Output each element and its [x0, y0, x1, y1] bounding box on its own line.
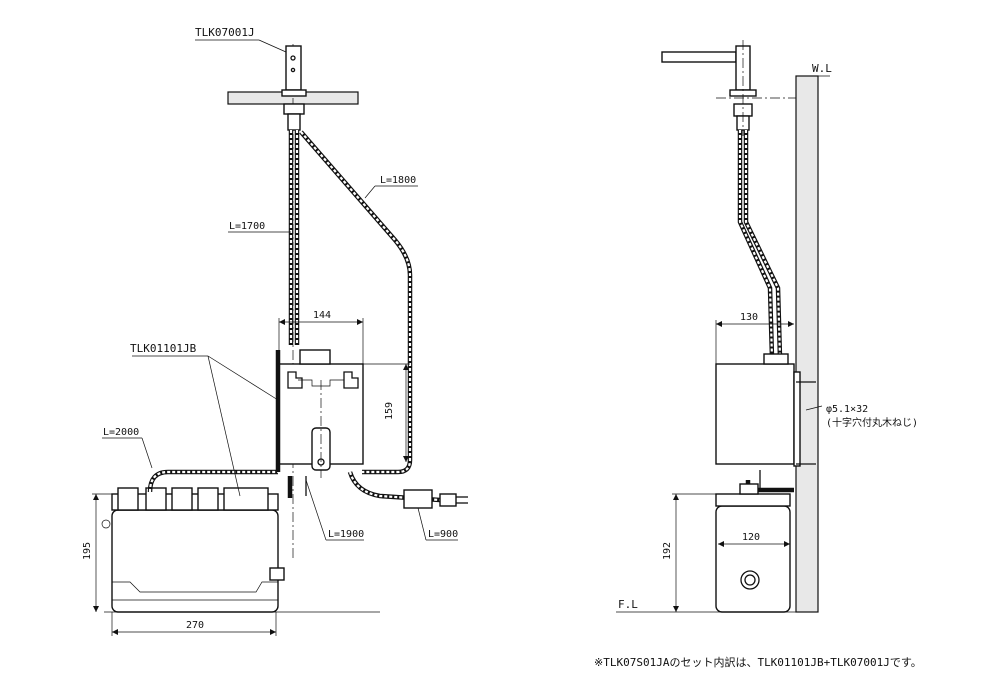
dim-controller-width: 144 — [313, 310, 331, 321]
screw-spec: φ5.1×32 — [826, 404, 868, 415]
dim-tank-width: 270 — [186, 620, 204, 631]
dim-tank-depth: 120 — [742, 532, 760, 543]
side-view: W.L F.L 130 120 192 φ5.1×32 (十字穴付丸木ねじ) — [616, 40, 918, 613]
water-tank — [101, 487, 380, 613]
leader-lines — [102, 39, 458, 541]
hose-length-900: L=900 — [428, 529, 458, 540]
side-hoses — [737, 130, 794, 493]
wall-line-label: W.L — [812, 62, 832, 75]
hose-length-2000: L=2000 — [103, 427, 139, 438]
hose-length-1900: L=1900 — [328, 529, 364, 540]
dim-controller-depth: 130 — [740, 312, 758, 323]
front-view: TLK07001J TLK01101JB L=1700 L=1800 L=200… — [82, 26, 468, 636]
side-dimensions — [672, 320, 823, 612]
dim-tank-height-side: 192 — [662, 542, 673, 560]
hose-length-1700: L=1700 — [229, 221, 265, 232]
hose-length-1800: L=1800 — [380, 175, 416, 186]
front-dimensions — [92, 318, 410, 636]
wall — [795, 75, 819, 613]
screw-description: (十字穴付丸木ねじ) — [826, 416, 918, 429]
tank-side — [616, 483, 796, 613]
dim-controller-height: 159 — [384, 402, 395, 420]
controller-part-label: TLK01101JB — [130, 342, 197, 355]
faucet-part-label: TLK07001J — [195, 26, 255, 39]
footnote: ※TLK07S01JAのセット内訳は、TLK01101JB+TLK07001Jで… — [594, 655, 922, 669]
controller-side — [715, 353, 816, 467]
power-plug — [403, 489, 468, 509]
controller-box — [277, 349, 364, 478]
faucet-body — [281, 45, 307, 131]
faucet-hoses — [288, 130, 413, 475]
dim-tank-height: 195 — [82, 542, 93, 560]
faucet-side — [661, 40, 796, 136]
floor-line-label: F.L — [618, 598, 638, 611]
connection-hoses — [147, 350, 441, 503]
